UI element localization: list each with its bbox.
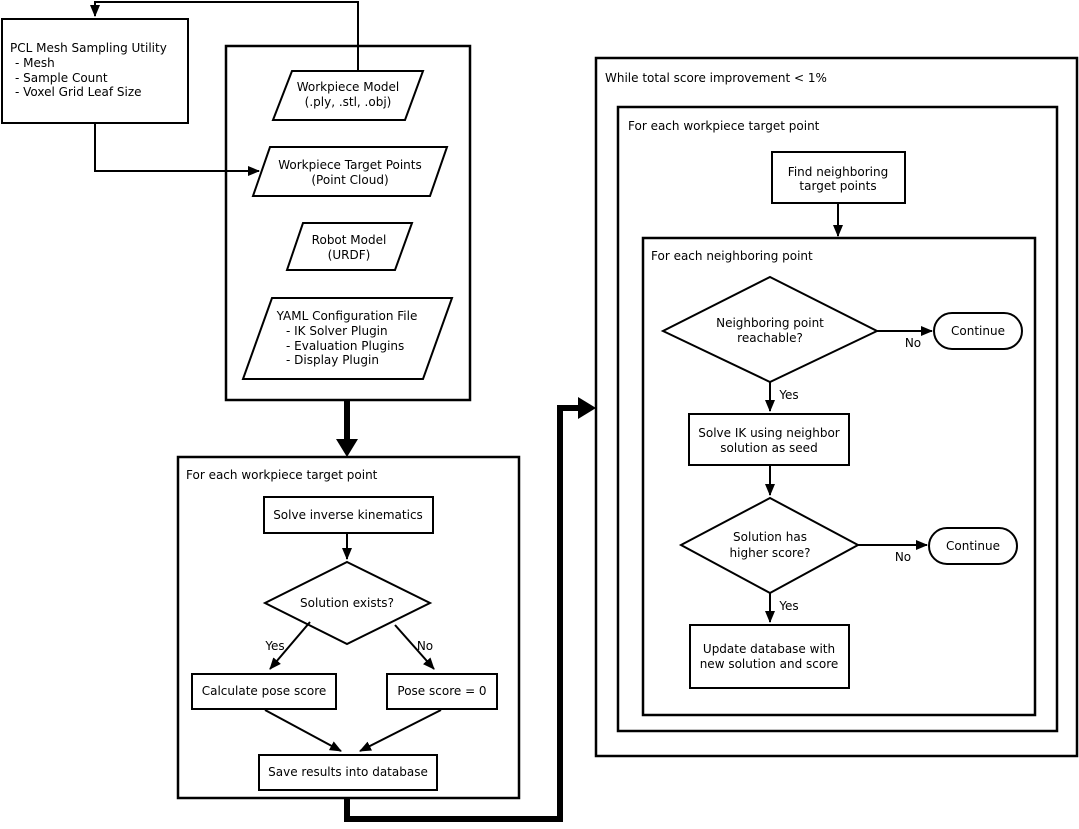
exists-no-label: No — [417, 639, 433, 653]
neighboring-reachable-text-line2: reachable? — [737, 331, 803, 345]
workpiece-model-shape — [271, 70, 425, 121]
reachable-yes-label: Yes — [778, 388, 798, 402]
pcl-utility-item-2: - Sample Count — [15, 71, 108, 85]
thick-arrow-inputs-to-loop-head — [336, 439, 358, 457]
arrow-model-to-pcl — [90, 1, 359, 71]
pcl-utility-box — [1, 18, 189, 124]
exists-yes-label: Yes — [264, 639, 284, 653]
arrow-calculate-to-save — [264, 709, 342, 752]
inputs-group-box — [224, 44, 472, 402]
pcl-utility-title: PCL Mesh Sampling Utility — [10, 41, 167, 55]
continue-higher-box — [928, 527, 1018, 565]
robot-model-text-line1: Robot Model — [312, 233, 387, 247]
robot-model-shape — [285, 222, 414, 271]
thick-feedback-line — [344, 405, 580, 822]
yaml-config-item-1: - IK Solver Plugin — [286, 324, 388, 338]
higher-no-label: No — [895, 550, 911, 564]
workpiece-target-points-text-line1: Workpiece Target Points — [278, 158, 422, 172]
while-loop-label: While total score improvement < 1% — [605, 71, 827, 85]
continue-higher-text: Continue — [946, 539, 1000, 553]
solution-exists-diamond — [262, 560, 433, 646]
yaml-config-item-3: - Display Plugin — [286, 353, 379, 367]
solve-ik-text: Solve inverse kinematics — [273, 508, 423, 522]
foreach-target-inner-box — [616, 105, 1059, 733]
thick-feedback-arrowhead — [578, 397, 596, 419]
pcl-utility-item-3: - Voxel Grid Leaf Size — [15, 85, 142, 99]
update-database-box — [689, 624, 850, 689]
foreach-target-inner-label: For each workpiece target point — [628, 119, 820, 133]
reachable-no-label: No — [905, 336, 921, 350]
find-neighboring-text-line2: target points — [799, 179, 876, 193]
calculate-pose-score-text: Calculate pose score — [202, 684, 327, 698]
continue-reachable-box — [933, 312, 1023, 350]
neighboring-reachable-text-line1: Neighboring point — [716, 316, 824, 330]
find-neighboring-box — [771, 151, 906, 204]
workpiece-target-points-shape — [251, 146, 449, 197]
pose-score-zero-text: Pose score = 0 — [397, 684, 486, 698]
solution-exists-text: Solution exists? — [300, 596, 394, 610]
higher-yes-label: Yes — [778, 599, 798, 613]
yaml-config-shape — [241, 297, 454, 380]
solve-ik-seed-text-line1: Solve IK using neighbor — [698, 426, 840, 440]
save-results-box — [258, 754, 438, 791]
update-database-text-line2: new solution and score — [700, 657, 839, 671]
find-neighboring-text-line1: Find neighboring — [788, 165, 888, 179]
workpiece-target-points-text-line2: (Point Cloud) — [311, 173, 388, 187]
foreach-target-main-box — [176, 455, 521, 800]
arrow-posezero-to-save — [359, 709, 442, 752]
yaml-config-item-2: - Evaluation Plugins — [286, 339, 404, 353]
solution-higher-text-line2: higher score? — [730, 546, 811, 560]
robot-model-text-line2: (URDF) — [328, 248, 371, 262]
pcl-utility-item-1: - Mesh — [15, 56, 55, 70]
foreach-neighboring-box — [641, 236, 1037, 717]
foreach-target-main-label: For each workpiece target point — [186, 468, 378, 482]
continue-reachable-text: Continue — [951, 324, 1005, 338]
yaml-config-title: YAML Configuration File — [276, 309, 418, 323]
solve-ik-box — [263, 496, 434, 534]
workpiece-model-text-line2: (.ply, .stl, .obj) — [305, 95, 392, 109]
pose-score-zero-box — [386, 673, 498, 710]
solution-higher-text-line1: Solution has — [733, 530, 807, 544]
solve-ik-seed-text-line2: solution as seed — [720, 441, 817, 455]
arrow-pcl-to-target-points — [94, 123, 260, 176]
while-loop-box — [594, 56, 1079, 758]
solve-ik-seed-box — [688, 413, 850, 466]
save-results-text: Save results into database — [268, 765, 428, 779]
arrow-exists-yes — [269, 621, 311, 670]
foreach-neighboring-label: For each neighboring point — [651, 249, 813, 263]
workpiece-model-text-line1: Workpiece Model — [297, 80, 400, 94]
calculate-pose-score-box — [191, 673, 337, 710]
arrow-exists-no — [394, 624, 435, 670]
update-database-text-line1: Update database with — [703, 642, 835, 656]
